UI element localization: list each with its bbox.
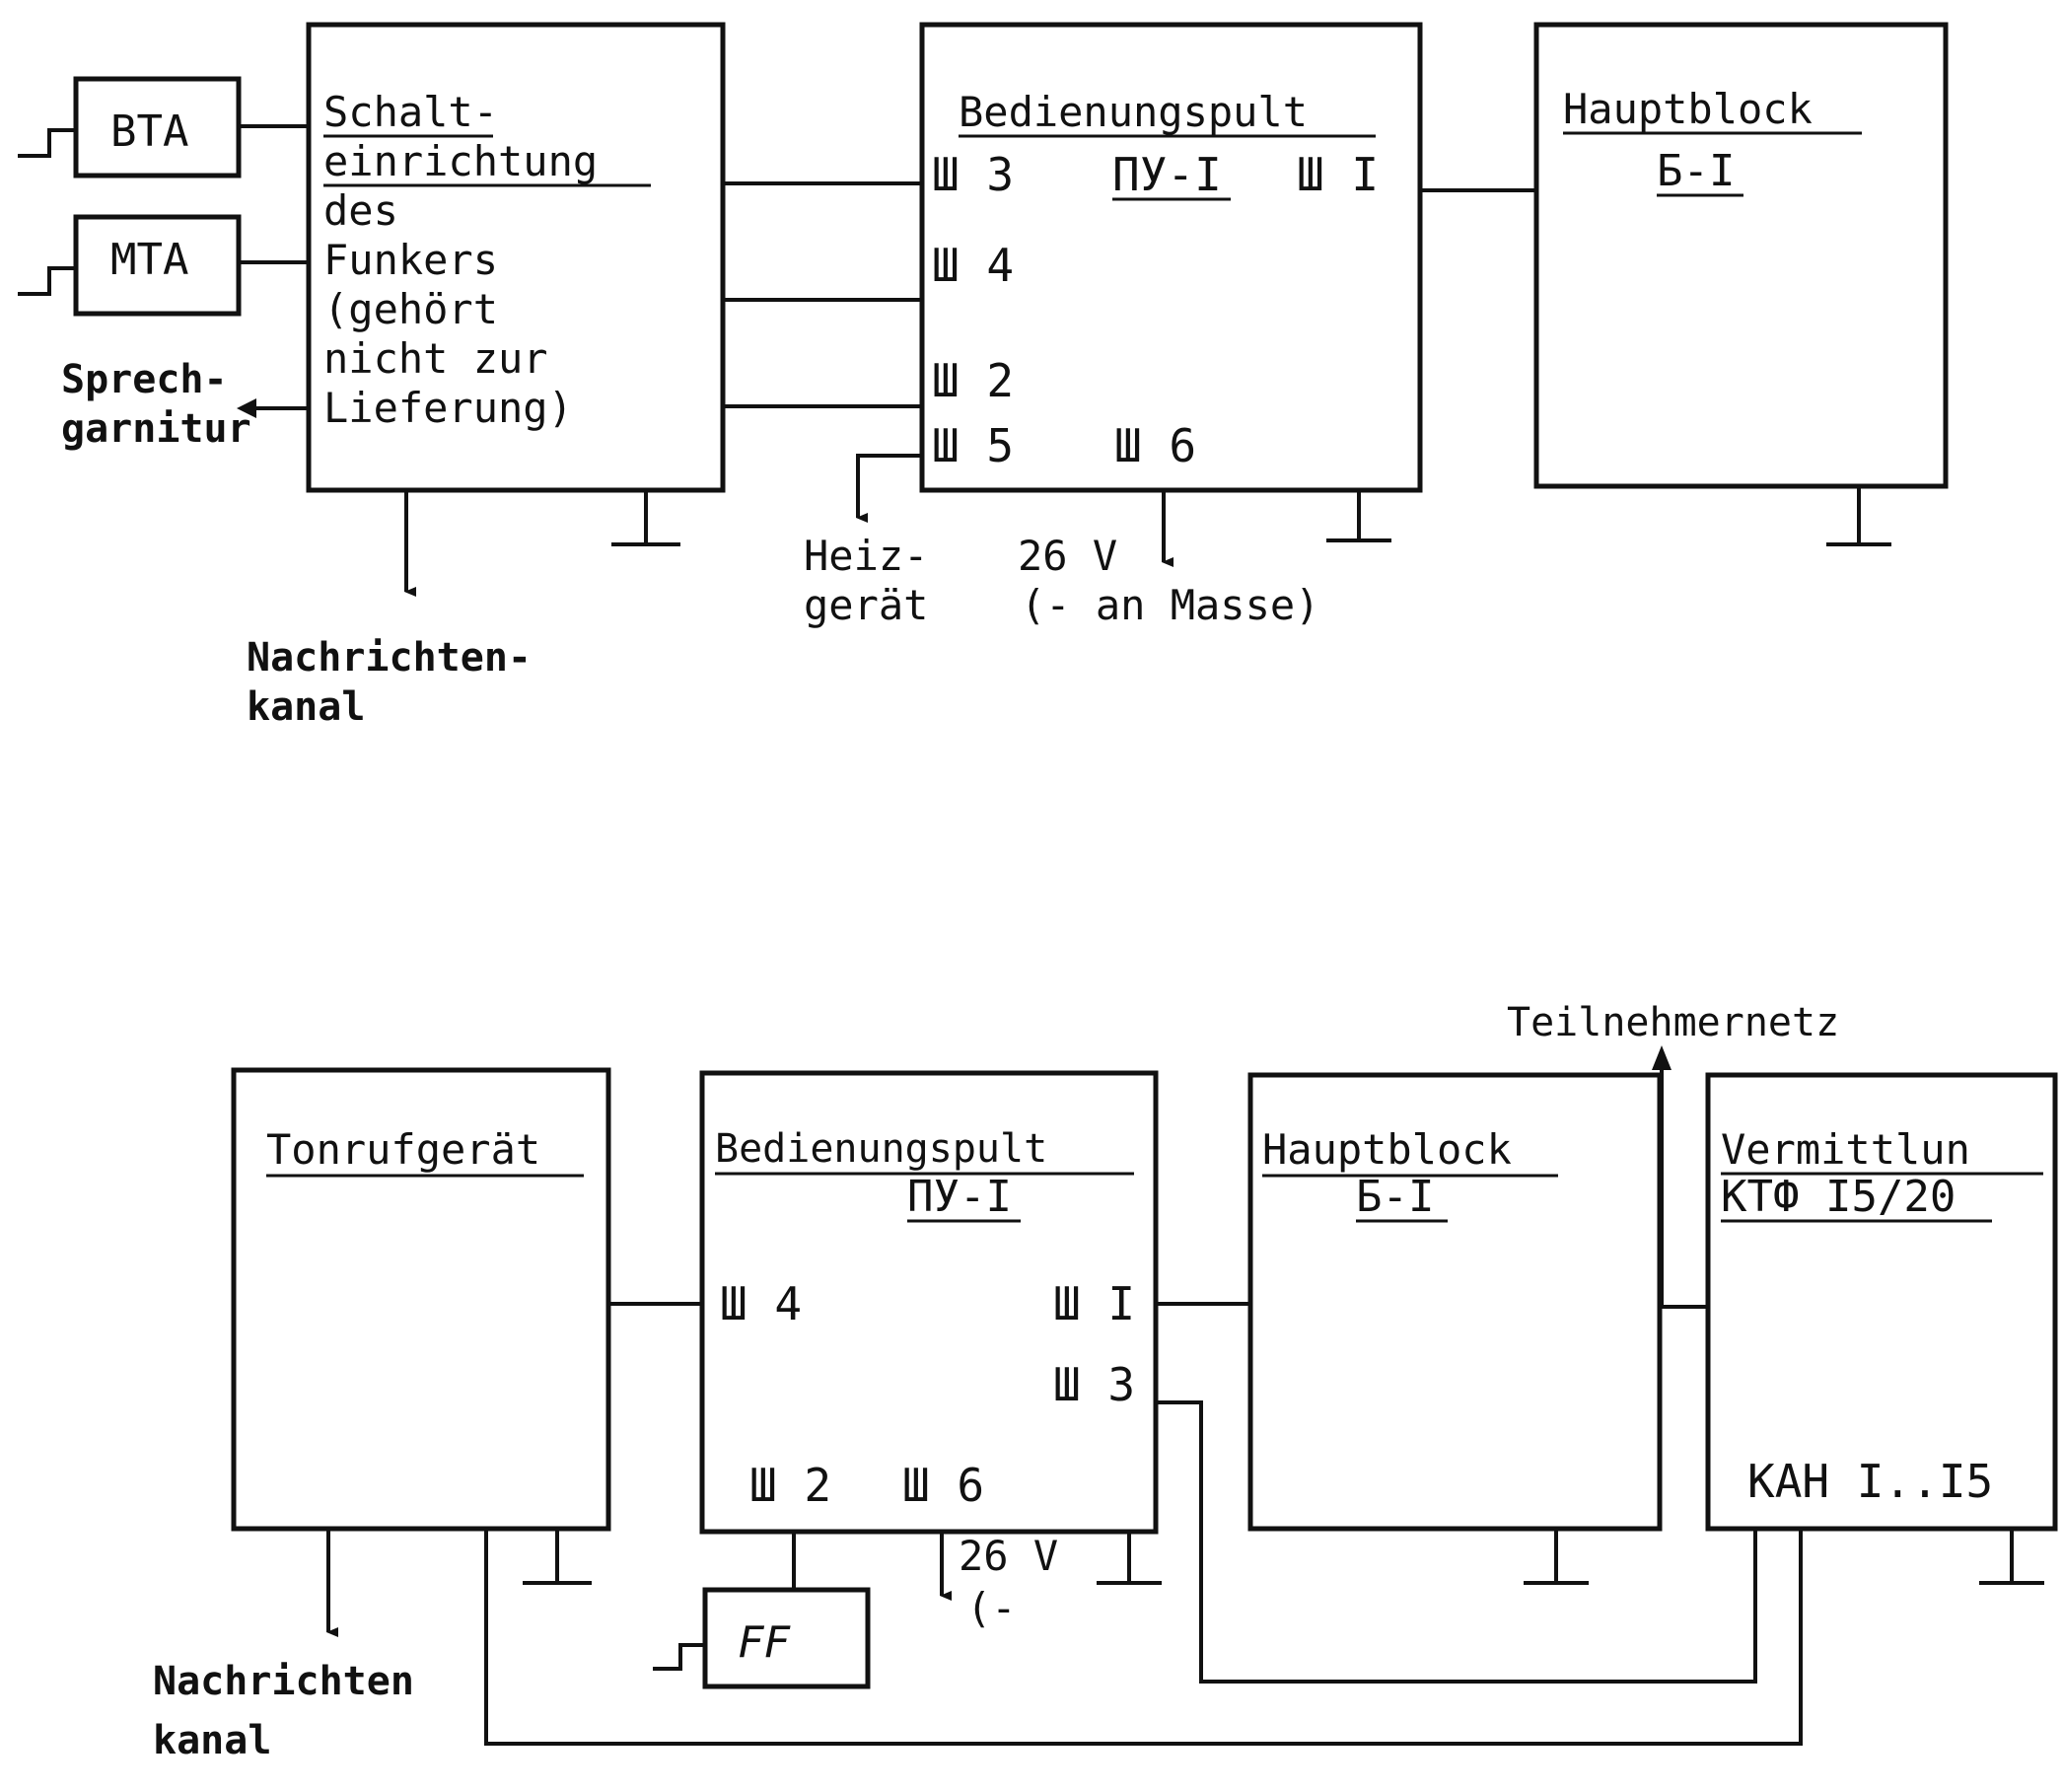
pult-bottom-model: ПУ-I bbox=[907, 1172, 1012, 1222]
volt-top-label-1: 26 V bbox=[1018, 532, 1117, 580]
pult-top-box bbox=[919, 22, 1423, 493]
pult-bottom-title: Bedienungspult bbox=[715, 1126, 1047, 1172]
pult-top-sh4: Ш 4 bbox=[932, 239, 1014, 292]
sprech-label-2: garnitur bbox=[61, 406, 251, 452]
pult-top-sh3: Ш 3 bbox=[932, 148, 1014, 201]
pult-bottom-sh1: Ш I bbox=[1053, 1277, 1135, 1330]
pult-bottom-sh4: Ш 4 bbox=[720, 1277, 802, 1330]
vermittlung-model: КТФ I5/20 bbox=[1721, 1172, 1956, 1222]
schalt-line-7: Lieferung) bbox=[323, 384, 573, 432]
nachrichten-label-2: kanal bbox=[247, 684, 365, 730]
wire-tonruf-vermittlung bbox=[484, 1529, 1803, 1746]
ff-input-wire bbox=[653, 1643, 705, 1671]
pult-bottom-sh2: Ш 2 bbox=[749, 1459, 831, 1512]
ff-box bbox=[702, 1587, 871, 1689]
nachrichten-label-1: Nachrichten- bbox=[247, 635, 532, 681]
hauptblock-bottom-model: Б-I bbox=[1356, 1172, 1434, 1222]
pult-top-title: Bedienungspult bbox=[959, 88, 1308, 136]
schalt-line-3: des bbox=[323, 186, 398, 235]
schalt-line-4: Funkers bbox=[323, 236, 498, 284]
schalt-line-5: (gehört bbox=[323, 285, 498, 333]
mta-label: MTA bbox=[110, 235, 188, 285]
wire-sh3-vermittlung bbox=[1156, 1400, 1757, 1684]
volt-top-label-2: (- an Masse) bbox=[1021, 581, 1319, 629]
pult-bottom-sh3: Ш 3 bbox=[1053, 1358, 1135, 1411]
pult-bottom-sh6: Ш 6 bbox=[902, 1459, 984, 1512]
vermittlung-title: Vermittlun bbox=[1721, 1125, 1970, 1174]
tonruf-label: Tonrufgerät bbox=[266, 1125, 540, 1174]
mta-input-wire bbox=[18, 266, 76, 296]
sprech-label-1: Sprech- bbox=[61, 357, 228, 402]
volt-bottom-label-1: 26 V bbox=[959, 1532, 1058, 1580]
sprech-arrowhead bbox=[237, 398, 256, 418]
schalt-line-2: einrichtung bbox=[323, 137, 598, 185]
pult-top-sh6: Ш 6 bbox=[1114, 419, 1196, 472]
pult-top-sh1: Ш I bbox=[1297, 148, 1379, 201]
teilnehmer-arrowhead bbox=[1652, 1045, 1672, 1070]
vermittlung-box bbox=[1705, 1072, 2058, 1532]
pult-top-sh2: Ш 2 bbox=[932, 354, 1014, 407]
ff-label: FF bbox=[738, 1617, 791, 1668]
hauptblock-bottom-title: Hauptblock bbox=[1262, 1125, 1512, 1174]
heiz-label-2: gerät bbox=[804, 581, 928, 629]
schalteinrichtung-box bbox=[306, 22, 726, 493]
vermittlung-kah: КАН I..I5 bbox=[1747, 1455, 1993, 1508]
mta-box bbox=[73, 214, 242, 317]
pult-top-sh5: Ш 5 bbox=[932, 419, 1014, 472]
volt-bottom-label-2: (- bbox=[966, 1584, 1017, 1632]
teilnehmer-label: Teilnehmernetz bbox=[1507, 1000, 1839, 1045]
heiz-arrow bbox=[856, 454, 922, 523]
nachrichten-bottom-label-1: Nachrichten bbox=[153, 1659, 414, 1704]
bta-input-wire bbox=[18, 128, 76, 158]
schalt-line-6: nicht zur bbox=[323, 334, 548, 383]
heiz-label-1: Heiz- bbox=[804, 532, 928, 580]
hauptblock-top-box bbox=[1533, 22, 1949, 489]
pult-top-model: ПУ-I bbox=[1112, 148, 1222, 201]
nachrichten-bottom-label-2: kanal bbox=[153, 1718, 271, 1763]
bta-label: BTA bbox=[110, 107, 188, 157]
teilnehmer-wire bbox=[1660, 1067, 1708, 1309]
hauptblock-top-title: Hauptblock bbox=[1563, 85, 1813, 133]
schalt-line-1: Schalt- bbox=[323, 88, 498, 136]
hauptblock-top-model: Б-I bbox=[1657, 146, 1735, 196]
tonrufgeraet-box bbox=[231, 1067, 611, 1532]
